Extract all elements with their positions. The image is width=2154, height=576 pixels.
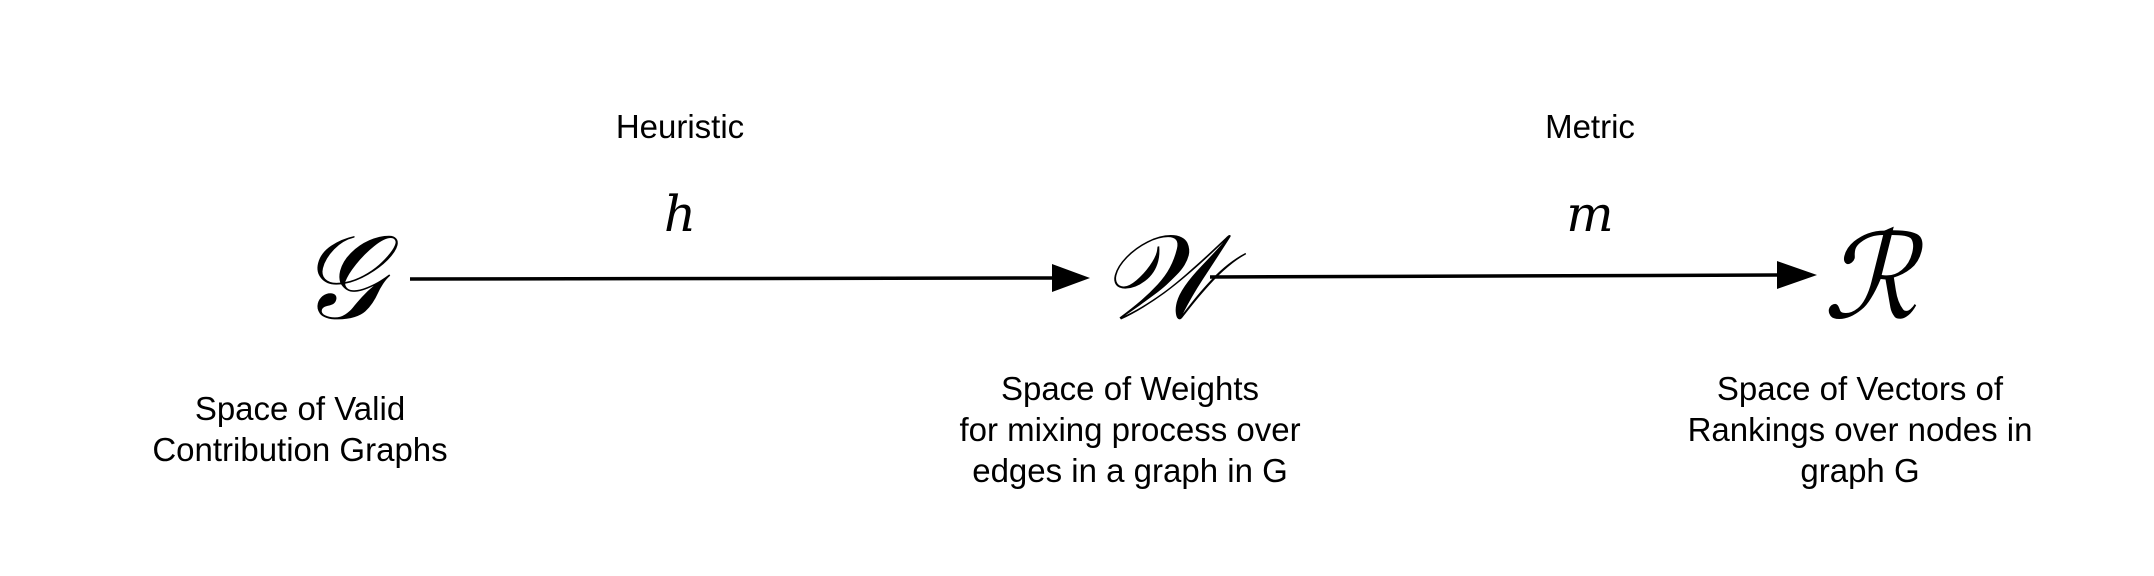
description-line: Rankings over nodes in [1687,411,2033,448]
space-r-description: Space of Vectors of Rankings over nodes … [1640,368,2080,491]
space-w-description: Space of Weights for mixing process over… [900,368,1360,491]
description-line: for mixing process over [959,411,1301,448]
metric-symbol: m [1566,185,1614,243]
heuristic-symbol: h [663,185,697,243]
space-r-symbol: ℛ [1822,208,1918,346]
heuristic-label: Heuristic [615,108,745,145]
description-line: Space of Valid [194,390,406,427]
description-line: Space of Weights [1000,370,1260,407]
description-line: Contribution Graphs [152,431,448,468]
arrow-m [1209,261,1817,289]
space-g-symbol: 𝒢 [297,208,383,346]
description-line: edges in a graph in G [972,452,1288,489]
space-g-description: Space of Valid Contribution Graphs [100,388,500,470]
space-w-symbol: 𝒲 [1098,208,1222,346]
description-line: Space of Vectors of [1716,370,2004,407]
arrow-h [409,264,1090,292]
description-line: graph G [1800,452,1920,489]
metric-label: Metric [1545,108,1635,145]
